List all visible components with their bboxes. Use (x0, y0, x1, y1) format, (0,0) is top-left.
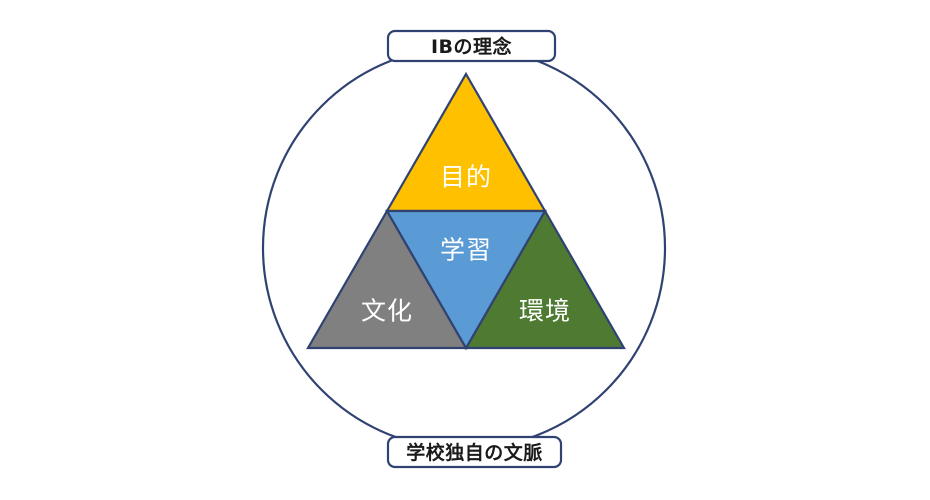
title-callout-label: IBの理念 (431, 35, 512, 58)
footer-callout-box[interactable] (386, 435, 563, 469)
segment-environment-label: 環境 (519, 297, 571, 326)
title-callout-box[interactable] (386, 29, 557, 63)
segment-learning[interactable] (385, 209, 547, 351)
segment-culture-label: 文化 (361, 297, 413, 326)
segment-learning-label: 学習 (440, 236, 492, 265)
footer-callout-label: 学校独自の文脈 (406, 441, 543, 464)
segment-purpose-label: 目的 (440, 163, 492, 192)
